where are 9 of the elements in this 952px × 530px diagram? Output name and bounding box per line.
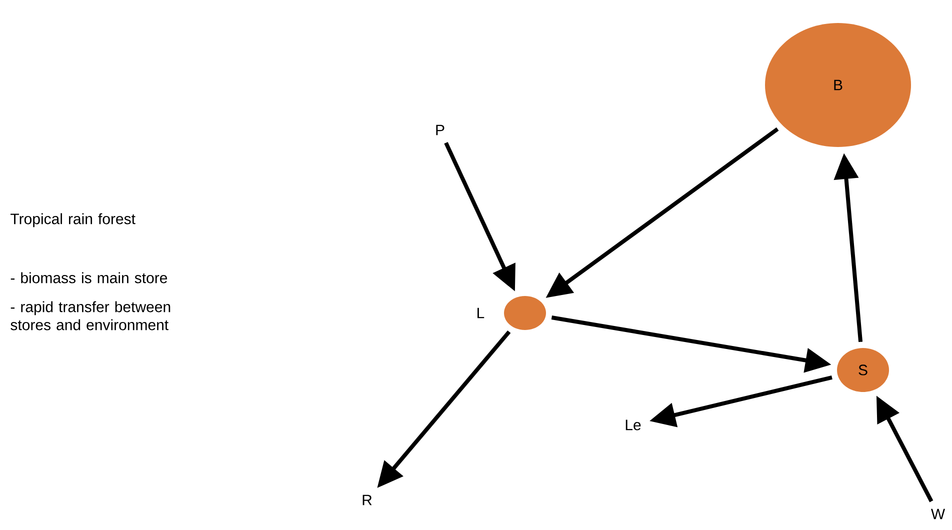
note-text: - rapid transfer between stores and environment bbox=[10, 301, 170, 330]
flow-label: P bbox=[436, 124, 444, 136]
heading-text: Tropical rain forest bbox=[10, 213, 136, 228]
flow-label: R bbox=[362, 494, 372, 506]
store-circle bbox=[504, 296, 546, 330]
store-label: L bbox=[478, 308, 484, 318]
flow-label: W bbox=[931, 508, 946, 520]
note-text: - biomass is main store bbox=[10, 272, 168, 284]
flow-label: Le bbox=[626, 420, 641, 430]
